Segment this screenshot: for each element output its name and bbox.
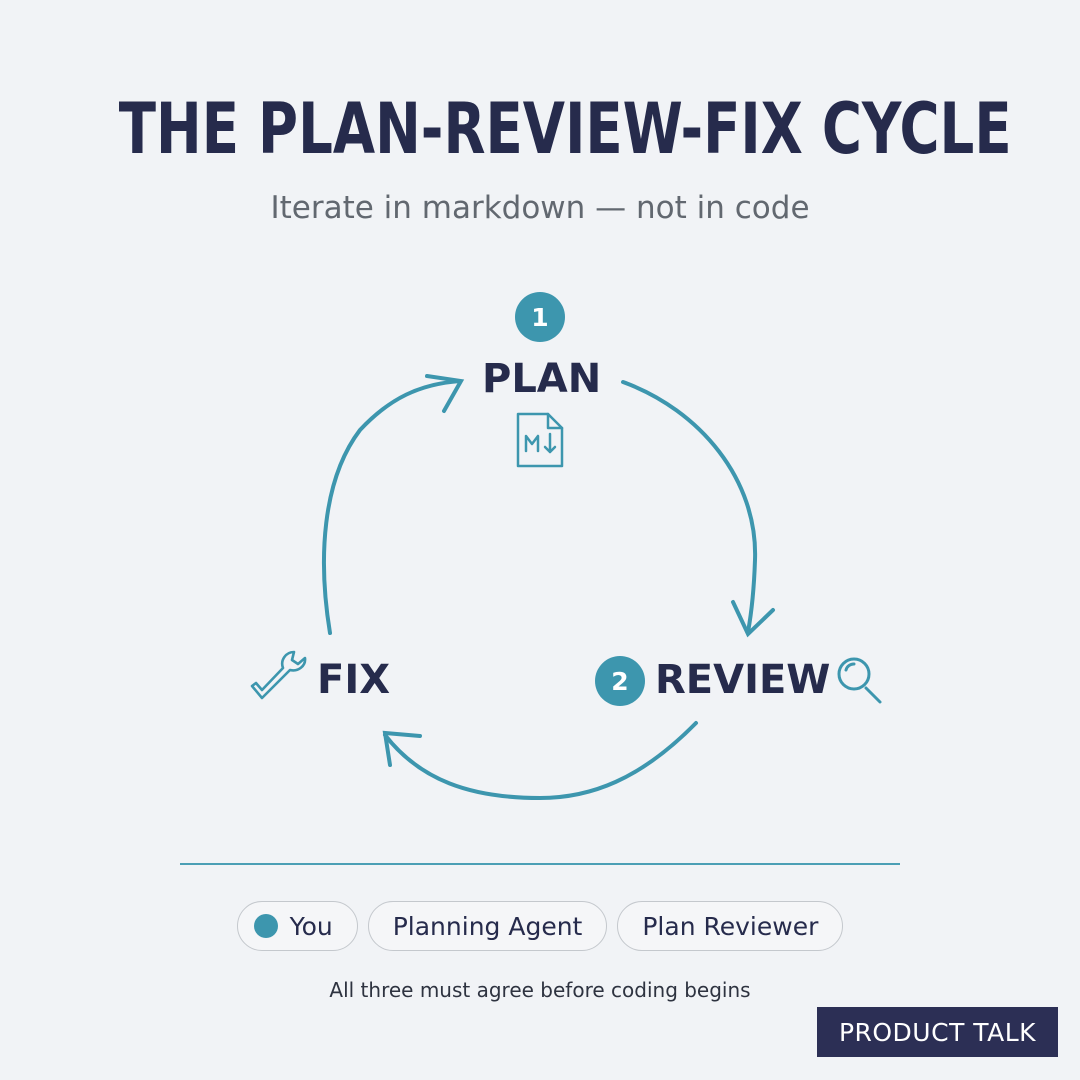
footnote: All three must agree before coding begin…	[329, 978, 751, 1002]
page-subtitle: Iterate in markdown — not in code	[270, 190, 810, 226]
legend-item-planning-agent: Planning Agent	[367, 901, 608, 951]
brand-badge: PRODUCT TALK	[817, 1007, 1058, 1057]
legend-marker-dot	[253, 914, 278, 938]
legend: You Planning Agent Plan Reviewer	[0, 901, 1080, 951]
divider	[180, 863, 900, 865]
magnifier-icon	[837, 657, 882, 704]
node-label-plan: PLAN	[482, 356, 602, 402]
legend-label-you: You	[289, 911, 333, 941]
arrow-review-to-fix	[382, 721, 698, 801]
step-badge-plan: 1	[515, 292, 565, 342]
legend-label-plan-reviewer: Plan Reviewer	[642, 911, 819, 941]
page-title: THE PLAN-REVIEW-FIX CYCLE	[118, 88, 1012, 170]
legend-label-planning-agent: Planning Agent	[392, 911, 583, 941]
node-label-review: REVIEW	[655, 657, 831, 703]
arrow-plan-to-review	[621, 380, 775, 638]
arrow-fix-to-plan	[322, 374, 465, 635]
step-badge-review: 2	[595, 656, 645, 706]
wrench-icon	[250, 650, 307, 700]
markdown-file-icon	[516, 412, 564, 468]
legend-item-you: You	[236, 901, 358, 951]
node-label-fix: FIX	[317, 657, 391, 703]
legend-item-plan-reviewer: Plan Reviewer	[617, 901, 844, 951]
